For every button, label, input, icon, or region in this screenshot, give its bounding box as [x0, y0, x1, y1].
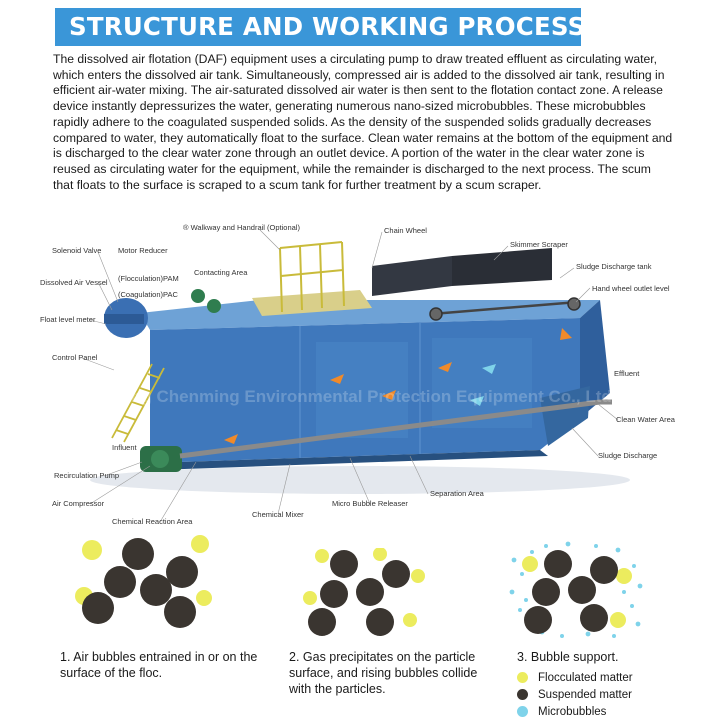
step-3-caption: 3. Bubble support. [517, 649, 697, 665]
label-air-compressor: Air Compressor [52, 499, 105, 508]
label-float-level-meter: Float level meter [40, 315, 96, 324]
particle-illustration-2 [300, 548, 430, 638]
label-flocculation-pam: (Flocculation)PAM [118, 274, 179, 283]
section-title: STRUCTURE AND WORKING PROCESS [55, 8, 581, 46]
flocculated-dot-icon [517, 672, 528, 683]
label-influent: Influent [112, 443, 138, 452]
label-chemical-reaction-area: Chemical Reaction Area [112, 517, 193, 526]
label-motor-reducer: Motor Reducer [118, 246, 168, 255]
label-chain-wheel: Chain Wheel [384, 226, 427, 235]
label-solenoid-valve: Solenoid Valve [52, 246, 101, 255]
legend-label: Flocculated matter [538, 672, 633, 684]
pump-motor [151, 450, 169, 468]
legend-item-suspended: Suspended matter [517, 686, 633, 703]
step-1-caption: 1. Air bubbles entrained in or on the su… [60, 649, 270, 681]
chain-wheel-left [430, 308, 442, 320]
label-separation-area: Separation Area [430, 489, 485, 498]
intro-paragraph: The dissolved air flotation (DAF) equipm… [53, 52, 673, 193]
label-clean-water-area: Clean Water Area [616, 415, 676, 424]
watermark: Weifang Chenming Environmental Protectio… [86, 387, 612, 406]
legend-item-microbubbles: Microbubbles [517, 703, 633, 720]
label-dissolved-air-vessel: Dissolved Air Vessel [40, 278, 108, 287]
legend: Flocculated matter Suspended matter Micr… [517, 669, 633, 720]
label-hand-wheel: Hand wheel outlet level [592, 284, 670, 293]
legend-label: Microbubbles [538, 706, 606, 718]
particle-illustration-1 [72, 534, 222, 634]
legend-item-flocculated: Flocculated matter [517, 669, 633, 686]
label-contacting-area: Contacting Area [194, 268, 248, 277]
skimmer-hood-2 [452, 248, 552, 286]
daf-equipment-diagram: Weifang Chenming Environmental Protectio… [0, 218, 720, 533]
step-2-caption: 2. Gas precipitates on the particle surf… [289, 649, 489, 697]
vessel-band [104, 314, 144, 324]
label-chemical-mixer: Chemical Mixer [252, 510, 304, 519]
legend-label: Suspended matter [538, 689, 632, 701]
motor-reducer-1 [191, 289, 205, 303]
label-control-panel: Control Panel [52, 353, 98, 362]
skimmer-hood-1 [372, 256, 452, 296]
label-walkway: ® Walkway and Handrail (Optional) [183, 223, 300, 232]
label-sludge-discharge: Sludge Discharge [598, 451, 657, 460]
label-coagulation-pac: (Coagulation)PAC [118, 290, 178, 299]
label-skimmer-scraper: Skimmer Scraper [510, 240, 568, 249]
label-micro-bubble-releaser: Micro Bubble Releaser [332, 499, 408, 508]
label-sludge-discharge-tank: Sludge Discharge tank [576, 262, 652, 271]
microbubble-dot-icon [517, 706, 528, 717]
suspended-dot-icon [517, 689, 528, 700]
label-effluent: Effluent [614, 369, 640, 378]
motor-reducer-2 [207, 299, 221, 313]
particle-illustration-3 [506, 540, 646, 640]
label-recirculation-pump: Recirculation Pump [54, 471, 119, 480]
